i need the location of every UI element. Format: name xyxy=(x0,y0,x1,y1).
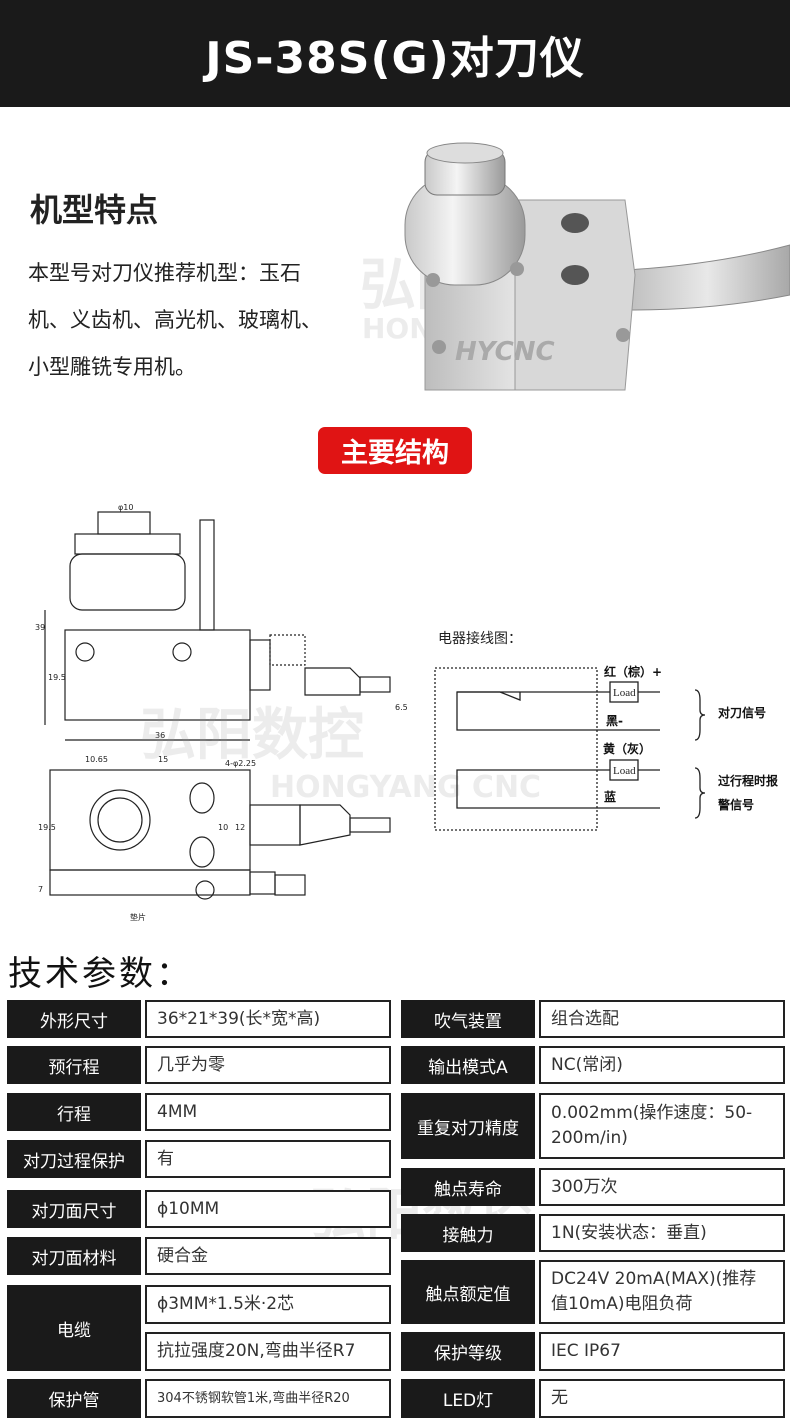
wire-blue-label: 蓝 xyxy=(604,790,617,804)
wire-black-label: 黑- xyxy=(606,714,623,728)
spec-label: 触点寿命 xyxy=(401,1168,535,1206)
wire-red-label: 红（棕）+ xyxy=(604,665,663,679)
spec-value: 组合选配 xyxy=(539,1000,785,1038)
svg-text:6.5: 6.5 xyxy=(395,703,408,712)
spec-value: 几乎为零 xyxy=(145,1046,391,1084)
svg-text:39: 39 xyxy=(35,623,45,632)
spec-label: 保护等级 xyxy=(401,1332,535,1371)
spec-label: 重复对刀精度 xyxy=(401,1093,535,1159)
spec-value: 抗拉强度20N,弯曲半径R7 xyxy=(145,1332,391,1371)
svg-text:12: 12 xyxy=(235,823,245,832)
header-banner: JS-38S(G)对刀仪 xyxy=(0,0,790,107)
spec-label: 对刀过程保护 xyxy=(7,1140,141,1178)
spec-value: NC(常闭) xyxy=(539,1046,785,1084)
spec-value: 硬合金 xyxy=(145,1237,391,1275)
spec-value: 36*21*39(长*宽*高) xyxy=(145,1000,391,1038)
svg-text:φ10: φ10 xyxy=(118,503,133,512)
spec-value: IEC IP67 xyxy=(539,1332,785,1371)
svg-text:Load: Load xyxy=(613,765,636,777)
svg-text:36: 36 xyxy=(155,731,165,740)
spec-value: 无 xyxy=(539,1379,785,1418)
spec-label: 预行程 xyxy=(7,1046,141,1084)
spec-value: 1N(安装状态：垂直) xyxy=(539,1214,785,1252)
svg-text:15: 15 xyxy=(158,755,168,764)
alarm-signal-label: 过行程时报 xyxy=(718,774,779,788)
svg-text:7: 7 xyxy=(38,885,43,894)
spec-label: 外形尺寸 xyxy=(7,1000,141,1038)
spec-label: 触点额定值 xyxy=(401,1260,535,1324)
svg-text:HYCNC: HYCNC xyxy=(455,337,555,367)
spec-value: 有 xyxy=(145,1140,391,1178)
svg-text:垫片: 垫片 xyxy=(130,912,146,922)
spec-label: 输出模式A xyxy=(401,1046,535,1084)
specs-title: 技术参数： xyxy=(8,954,193,994)
spec-value: 4MM xyxy=(145,1093,391,1131)
signal-label: 对刀信号 xyxy=(718,706,767,720)
features-description: 本型号对刀仪推荐机型：玉石机、义齿机、高光机、玻璃机、小型雕铣专用机。 xyxy=(28,261,322,379)
spec-label: 吹气装置 xyxy=(401,1000,535,1038)
spec-label: 电缆 xyxy=(7,1285,141,1371)
spec-label: 对刀面材料 xyxy=(7,1237,141,1275)
spec-label: 对刀面尺寸 xyxy=(7,1190,141,1228)
alarm-signal-label-2: 警信号 xyxy=(718,798,755,812)
product-photo: HYCNC xyxy=(395,135,790,395)
spec-label: 保护管 xyxy=(7,1379,141,1418)
spec-value: 304不锈钢软管1米,弯曲半径R20 xyxy=(145,1379,391,1418)
wiring-title: 电器接线图： xyxy=(438,631,522,647)
svg-text:10.65: 10.65 xyxy=(85,755,108,764)
svg-text:4-φ2.25: 4-φ2.25 xyxy=(225,759,256,768)
spec-label: 行程 xyxy=(7,1093,141,1131)
spec-value: 300万次 xyxy=(539,1168,785,1206)
main-structure-label: 主要结构 xyxy=(318,427,472,474)
svg-text:19.5: 19.5 xyxy=(48,673,66,682)
svg-text:10: 10 xyxy=(218,823,228,832)
spec-value: DC24V 20mA(MAX)(推荐值10mA)电阻负荷 xyxy=(539,1260,785,1324)
wiring-diagram: Load Load xyxy=(420,620,790,840)
technical-drawing: φ10 39 19.5 36 6.5 10.65 15 4-φ2.25 10 1… xyxy=(30,500,420,930)
page-title: JS-38S(G)对刀仪 xyxy=(205,32,585,84)
spec-label: 接触力 xyxy=(401,1214,535,1252)
spec-value: 0.002mm(操作速度：50-200m/in) xyxy=(539,1093,785,1159)
spec-value: ϕ10MM xyxy=(145,1190,391,1228)
features-title: 机型特点 xyxy=(30,191,159,229)
svg-text:Load: Load xyxy=(613,687,636,699)
wire-yellow-label: 黄（灰） xyxy=(603,742,652,756)
spec-label: LED灯 xyxy=(401,1379,535,1418)
svg-text:19.5: 19.5 xyxy=(38,823,56,832)
spec-value: ϕ3MM*1.5米·2芯 xyxy=(145,1285,391,1324)
